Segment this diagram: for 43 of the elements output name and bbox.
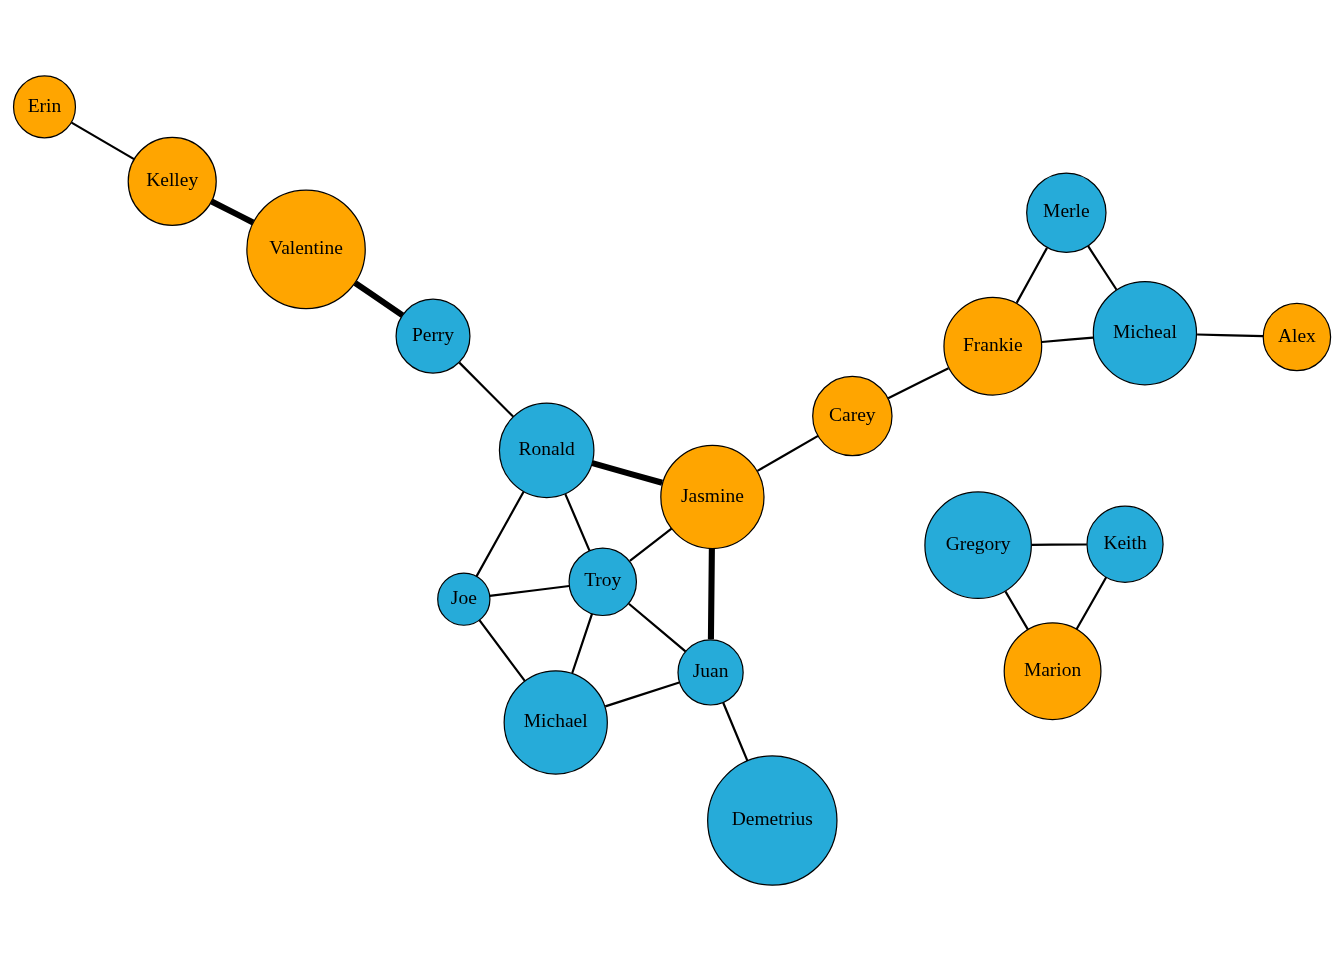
connector	[707, 548, 715, 639]
node-circle: Micheal	[1092, 280, 1198, 385]
connector	[1015, 246, 1048, 303]
node-circle: Gregory	[924, 490, 1032, 599]
connector	[478, 618, 526, 682]
connector	[571, 612, 594, 673]
node-circle: Marion	[1003, 621, 1102, 720]
connector	[756, 434, 819, 472]
connector	[1075, 576, 1108, 630]
connector	[722, 701, 749, 761]
node-circle: Carey	[812, 375, 893, 456]
connector	[1031, 542, 1087, 546]
node-circle: Keith	[1086, 505, 1164, 583]
node-circle: Jasmine	[660, 444, 765, 549]
connector	[605, 681, 680, 707]
node-circle: Erin	[12, 74, 77, 138]
connector	[629, 527, 673, 562]
node-circle: Troy	[568, 547, 638, 616]
connector	[591, 459, 663, 486]
node-circle: Perry	[395, 298, 471, 374]
connector	[458, 361, 514, 417]
node-circle: Juan	[677, 638, 744, 706]
connector	[1197, 332, 1264, 337]
connector	[353, 279, 405, 318]
connector	[1041, 336, 1094, 343]
connector	[475, 490, 525, 577]
connector	[628, 602, 687, 652]
node-circle: Merle	[1026, 172, 1107, 253]
connector	[887, 366, 949, 399]
connector	[564, 493, 591, 551]
node-circle: Alex	[1262, 302, 1332, 371]
node-circle: Frankie	[943, 296, 1043, 396]
node-circle: Demetrius	[707, 754, 838, 886]
node-circle: Valentine	[246, 189, 366, 309]
node-circle: Kelley	[127, 136, 217, 226]
node-circle: Michael	[503, 669, 608, 775]
connector	[489, 584, 570, 597]
node-circle: Joe	[437, 571, 491, 626]
connector	[1004, 590, 1029, 630]
connector	[71, 121, 135, 160]
connector	[210, 198, 255, 225]
node-circle: Ronald	[498, 401, 595, 498]
connector	[1087, 244, 1118, 290]
